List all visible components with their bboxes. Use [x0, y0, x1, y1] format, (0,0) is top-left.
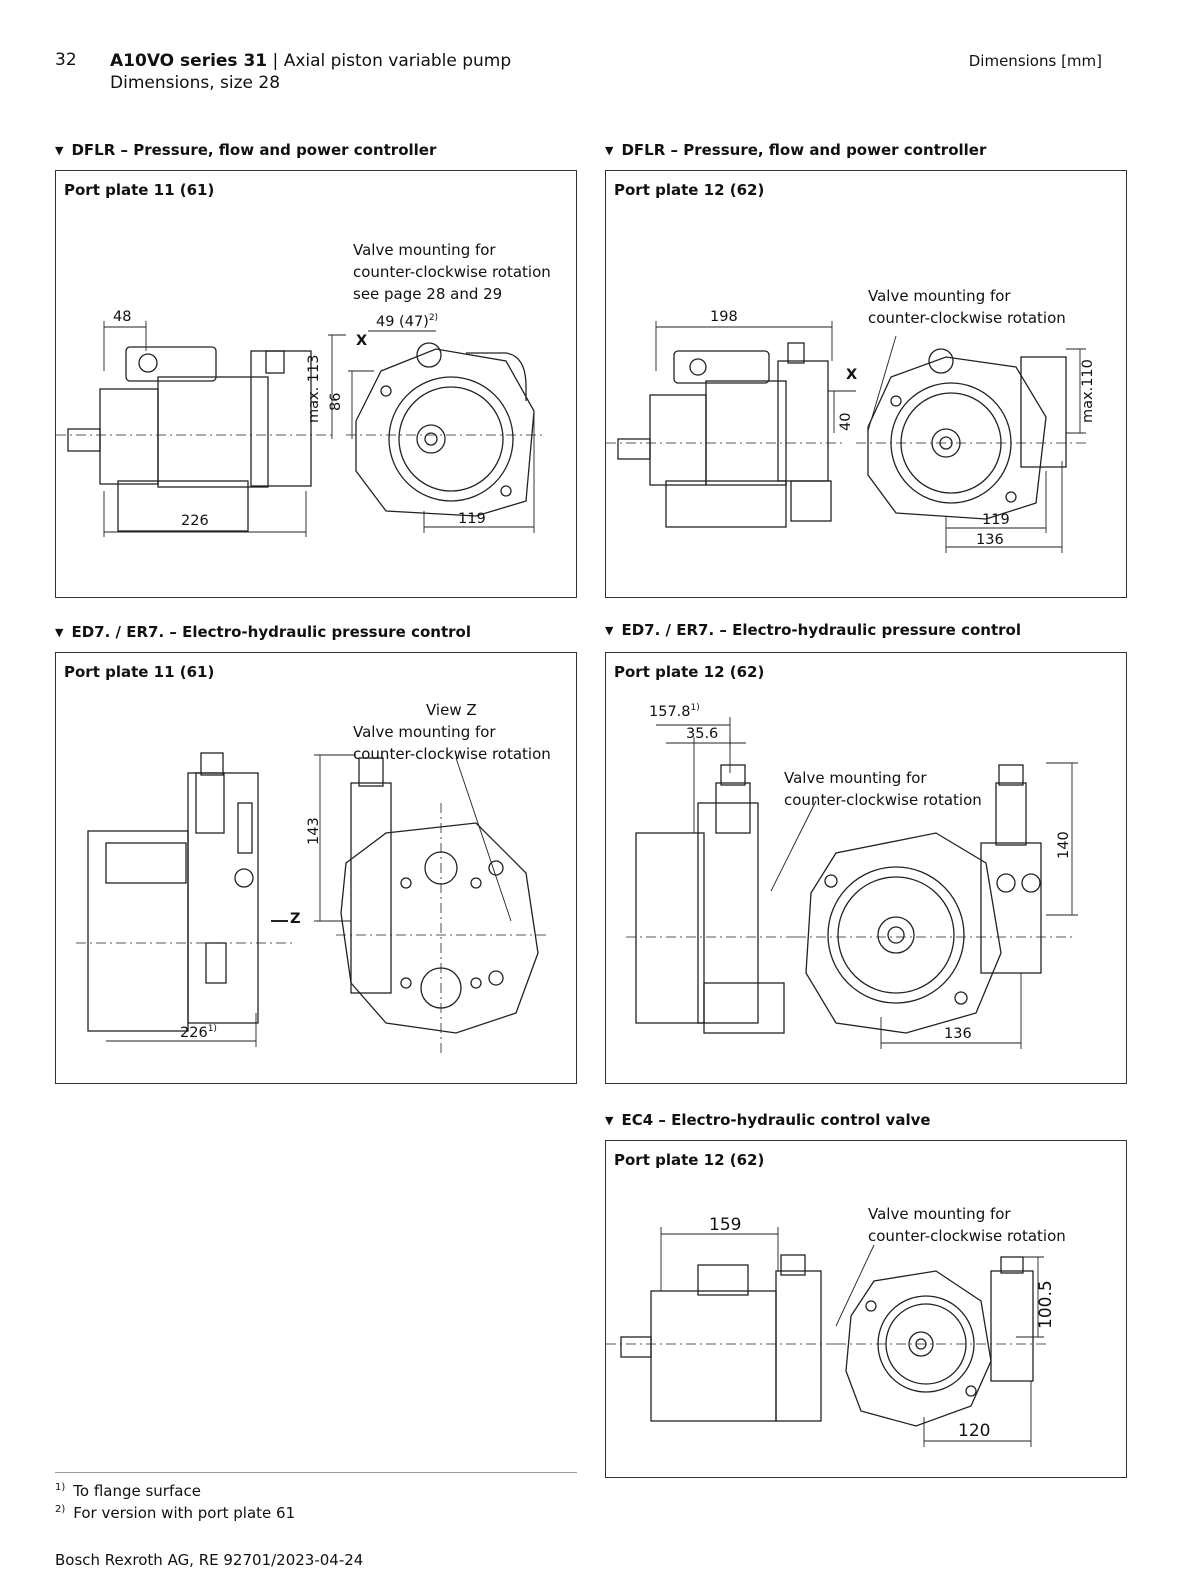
- dim-40: 40: [838, 412, 854, 431]
- dim-120: 120: [958, 1421, 991, 1441]
- drawing-box-dflr-11: Port plate 11 (61) Valve mounting for co…: [55, 170, 577, 598]
- section-heading-dflr-11: ▼DFLR – Pressure, flow and power control…: [55, 141, 437, 159]
- dim-35-6: 35.6: [686, 726, 719, 742]
- dim-136: 136: [976, 532, 1004, 548]
- header-right-label: Dimensions [mm]: [968, 52, 1102, 70]
- dim-86: 86: [328, 392, 344, 411]
- title-separator: |: [267, 51, 284, 71]
- section-heading-ec4-12: ▼EC4 – Electro-hydraulic control valve: [605, 1111, 931, 1129]
- section-heading-dflr-12: ▼DFLR – Pressure, flow and power control…: [605, 141, 987, 159]
- drawing-box-dflr-12: Port plate 12 (62) Valve mounting for co…: [605, 170, 1127, 598]
- dim-max-110: max.110: [1080, 359, 1096, 423]
- dim-140: 140: [1056, 831, 1072, 859]
- footnote-2: 2)For version with port plate 61: [55, 1504, 296, 1522]
- triangle-icon: ▼: [605, 1114, 614, 1127]
- valve-mounting-note: Valve mounting for counter-clockwise rot…: [868, 287, 1066, 327]
- footnote-1: 1)To flange surface: [55, 1482, 201, 1500]
- pump-drawing-dflr-12: [606, 321, 1086, 553]
- dim-198: 198: [710, 309, 738, 325]
- valve-mounting-note: Valve mounting for counter-clockwise rot…: [784, 769, 982, 809]
- pump-drawing-dflr-11: [56, 321, 546, 537]
- dim-100-5: 100.5: [1036, 1280, 1056, 1329]
- dim-159: 159: [709, 1215, 742, 1235]
- port-x-label: X: [846, 367, 858, 383]
- view-z-label: View Z: [426, 701, 477, 719]
- valve-mounting-note: Valve mounting for counter-clockwise rot…: [868, 1205, 1066, 1245]
- valve-mounting-note: Valve mounting for counter-clockwise rot…: [353, 723, 551, 763]
- pump-drawing-ed7-12: [626, 717, 1078, 1049]
- dim-157-8: 157.81): [649, 703, 700, 720]
- triangle-icon: ▼: [55, 626, 64, 639]
- triangle-icon: ▼: [605, 144, 614, 157]
- drawing-box-ed7-12: Port plate 12 (62) Valve mounting for co…: [605, 652, 1127, 1084]
- pump-drawing-ec4-12: [606, 1227, 1046, 1447]
- section-heading-ed7-12: ▼ED7. / ER7. – Electro-hydraulic pressur…: [605, 621, 1021, 639]
- port-x-label: X: [356, 333, 368, 349]
- dim-143: 143: [306, 817, 322, 845]
- subtitle: Dimensions, size 28: [110, 73, 281, 93]
- dim-max-113: max. 113: [306, 354, 322, 424]
- port-plate-label: Port plate 12 (62): [614, 1151, 765, 1169]
- drawing-box-ed7-11: Port plate 11 (61) View Z Valve mounting…: [55, 652, 577, 1084]
- valve-mounting-note: Valve mounting for counter-clockwise rot…: [353, 241, 551, 303]
- port-plate-label: Port plate 12 (62): [614, 181, 765, 199]
- pump-drawing-ed7-11: [76, 752, 546, 1053]
- footnote-divider: [55, 1472, 577, 1473]
- port-plate-label: Port plate 11 (61): [64, 663, 215, 681]
- title-text: Axial piston variable pump: [283, 51, 512, 71]
- document-title: A10VO series 31 | Axial piston variable …: [110, 50, 511, 94]
- dim-49: 49 (47)2): [376, 313, 439, 330]
- dim-119: 119: [982, 512, 1010, 528]
- drawing-box-ec4-12: Port plate 12 (62) Valve mounting for co…: [605, 1140, 1127, 1478]
- dim-48: 48: [113, 309, 132, 325]
- dim-226: 226: [181, 513, 209, 529]
- triangle-icon: ▼: [605, 624, 614, 637]
- series-name: A10VO series 31: [110, 51, 268, 71]
- view-z-arrow-label: Z: [290, 911, 301, 927]
- triangle-icon: ▼: [55, 144, 64, 157]
- dim-226: 2261): [180, 1024, 217, 1041]
- port-plate-label: Port plate 11 (61): [64, 181, 215, 199]
- dim-136: 136: [944, 1026, 972, 1042]
- section-heading-ed7-11: ▼ED7. / ER7. – Electro-hydraulic pressur…: [55, 623, 471, 641]
- page-footer: Bosch Rexroth AG, RE 92701/2023-04-24: [55, 1551, 364, 1569]
- port-plate-label: Port plate 12 (62): [614, 663, 765, 681]
- dim-119: 119: [458, 511, 486, 527]
- page-number: 32: [55, 50, 77, 70]
